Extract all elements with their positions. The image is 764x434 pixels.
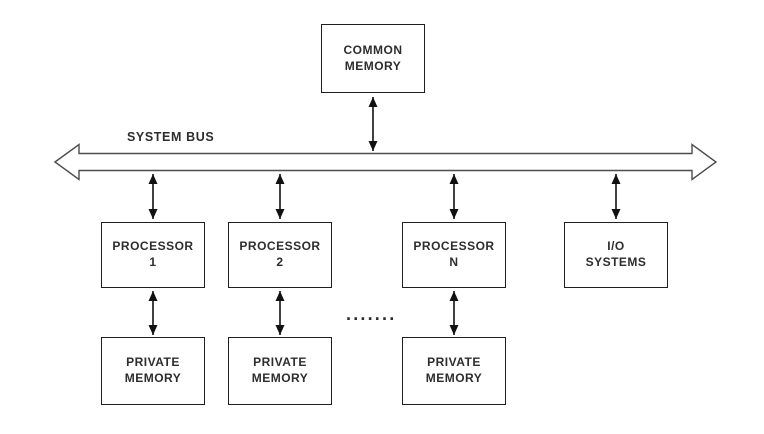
- node-common-memory-line1: COMMON: [343, 42, 403, 57]
- node-processor-2: PROCESSOR 2: [228, 222, 332, 288]
- node-common-memory: COMMON MEMORY: [321, 24, 425, 93]
- node-processor-n-line2: N: [449, 255, 459, 269]
- node-processor-1: PROCESSOR 1: [101, 222, 205, 288]
- node-private-memory-2-line1: PRIVATE: [253, 355, 307, 370]
- node-common-memory-line2: MEMORY: [344, 58, 402, 73]
- node-processor-2-line1: PROCESSOR: [239, 239, 321, 254]
- system-bus-arrow: [53, 143, 718, 181]
- node-private-memory-3-line2: MEMORY: [425, 371, 483, 385]
- node-private-memory-1: PRIVATE MEMORY: [101, 337, 205, 405]
- node-private-memory-2-line2: MEMORY: [251, 371, 309, 385]
- node-private-memory-1-line1: PRIVATE: [126, 355, 180, 370]
- node-processor-1-line2: 1: [149, 255, 157, 269]
- node-private-memory-3-line1: PRIVATE: [427, 355, 481, 370]
- node-private-memory-3: PRIVATE MEMORY: [402, 337, 506, 405]
- node-processor-n: PROCESSOR N: [402, 222, 506, 288]
- node-processor-n-line1: PROCESSOR: [413, 239, 495, 254]
- node-io-systems: I/O SYSTEMS: [564, 222, 668, 288]
- system-bus-label: SYSTEM BUS: [127, 130, 215, 144]
- node-io-systems-line2: SYSTEMS: [585, 255, 647, 269]
- node-io-systems-line1: I/O: [607, 239, 625, 254]
- ellipsis-dots: .......: [346, 304, 397, 324]
- node-private-memory-2: PRIVATE MEMORY: [228, 337, 332, 405]
- node-private-memory-1-line2: MEMORY: [124, 371, 182, 385]
- node-processor-1-line1: PROCESSOR: [112, 239, 194, 254]
- node-processor-2-line2: 2: [276, 255, 284, 269]
